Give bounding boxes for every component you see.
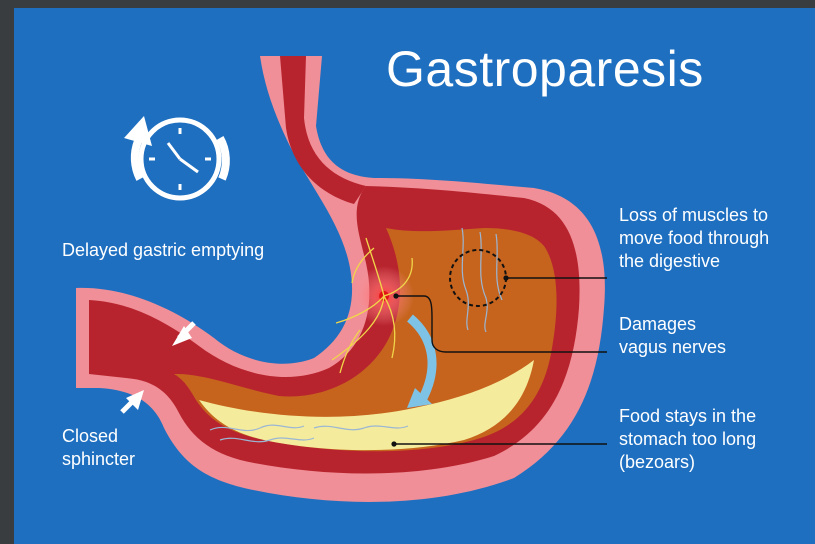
delayed-gastric-emptying-label: Delayed gastric emptying — [62, 239, 264, 262]
vagus-nerves-label: Damages vagus nerves — [619, 313, 726, 359]
muscle-loss-label: Loss of muscles to move food through the… — [619, 204, 769, 273]
infographic-panel: Gastroparesis Delayed gastric emptying C… — [14, 8, 815, 544]
food-stays-label: Food stays in the stomach too long (bezo… — [619, 405, 756, 474]
refresh-arrow-icon — [124, 116, 226, 179]
page-title: Gastroparesis — [386, 40, 704, 98]
clock-icon — [141, 120, 219, 198]
closed-sphincter-label: Closed sphincter — [62, 425, 135, 471]
